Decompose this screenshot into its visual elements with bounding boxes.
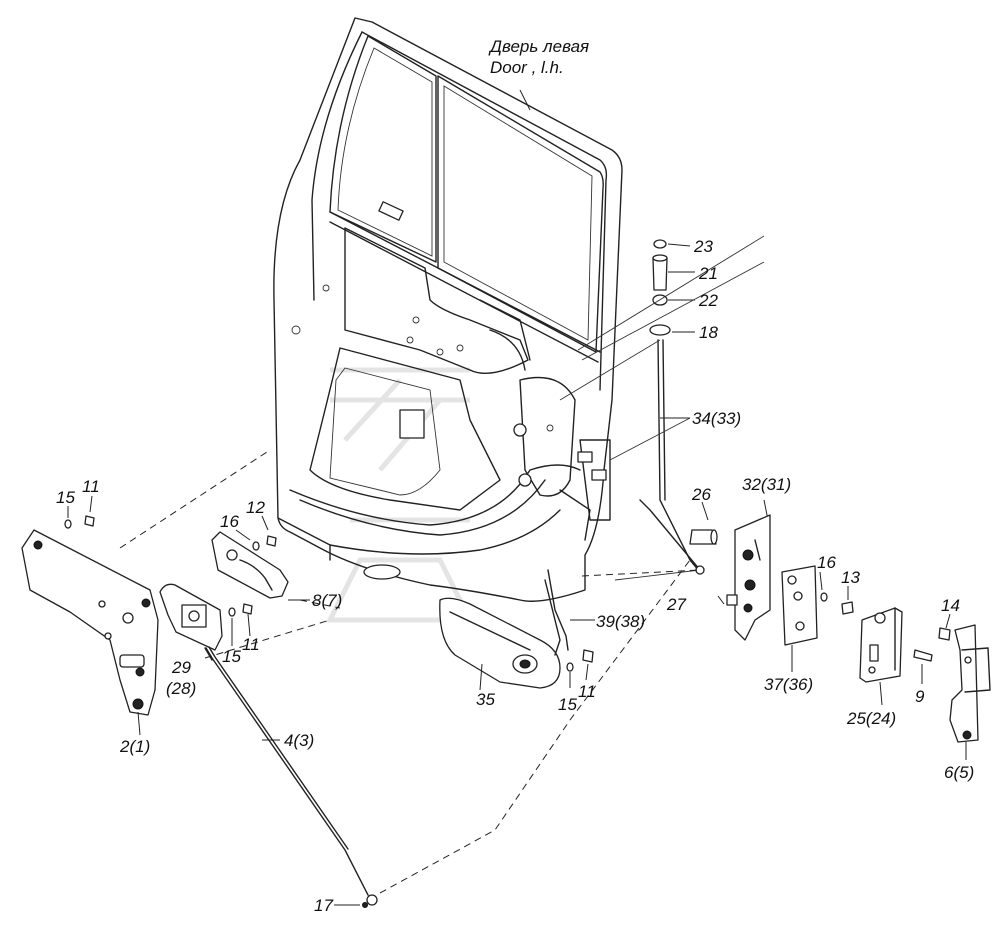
- striker-25-24: [859, 607, 933, 683]
- rod-4-3: [205, 646, 378, 908]
- plate-2-1: [21, 515, 159, 716]
- part-16-washer: [820, 592, 828, 602]
- door-handle-recess: [363, 564, 401, 580]
- part-13-screw: [841, 601, 854, 615]
- label-14: 14: [941, 596, 960, 615]
- label-13: 13: [841, 568, 860, 587]
- rod-39-38: [547, 569, 569, 651]
- label-17: 17: [314, 896, 333, 915]
- title-en: Door , l.h.: [490, 58, 564, 77]
- label-22: 22: [698, 291, 718, 310]
- label-15-bottom: 15: [558, 695, 577, 714]
- part-21-knob: [652, 257, 668, 291]
- label-6-5: 6(5): [944, 763, 974, 782]
- dashed-projections: [119, 449, 701, 894]
- label-12: 12: [246, 498, 265, 517]
- label-39-38: 39(38): [596, 612, 645, 631]
- label-8-7: 8(7): [312, 591, 342, 610]
- door-panel: [273, 17, 623, 602]
- label-29: 29: [171, 658, 191, 677]
- outer-handle-8-7: [211, 531, 289, 599]
- part-18-clip: [649, 324, 671, 336]
- hinge-6-5: [938, 624, 991, 743]
- label-37-36: 37(36): [764, 675, 813, 694]
- outer-lock-29-28: [159, 583, 253, 661]
- label-21: 21: [698, 264, 718, 283]
- label-4-3: 4(3): [284, 731, 314, 750]
- label-32-31: 32(31): [742, 475, 791, 494]
- label-leaders-left: [67, 89, 967, 760]
- label-16-right: 16: [817, 553, 836, 572]
- label-11-mid: 11: [242, 635, 260, 654]
- label-23: 23: [693, 237, 713, 256]
- label-35: 35: [476, 690, 495, 709]
- lock-button-parts: [639, 239, 701, 573]
- label-15-mid: 15: [222, 647, 241, 666]
- label-11-left: 11: [82, 477, 100, 496]
- label-28: (28): [166, 679, 196, 698]
- label-26: 26: [691, 485, 711, 504]
- label-15-left: 15: [56, 488, 75, 507]
- label-34-33: 34(33): [692, 409, 741, 428]
- part-23-cap: [653, 239, 667, 249]
- rod-34-33: [657, 339, 701, 573]
- label-16-left: 16: [220, 512, 239, 531]
- inside-handle-35: [439, 579, 594, 689]
- lock-assembly: [689, 514, 771, 641]
- lock-plate-37-36: [781, 565, 854, 646]
- label-25-24: 25(24): [846, 709, 896, 728]
- clip-17: [366, 894, 378, 906]
- label-11-bottom: 11: [578, 682, 596, 701]
- part-14-screw: [938, 627, 951, 641]
- part-9-pin: [913, 649, 933, 662]
- label-2-1: 2(1): [119, 737, 150, 756]
- title-block: Дверь левая Door , l.h.: [488, 37, 589, 77]
- label-18: 18: [699, 323, 718, 342]
- bolt-26: [689, 529, 717, 545]
- label-9: 9: [915, 687, 925, 706]
- lock-32-31: [734, 514, 771, 641]
- label-27: 27: [666, 595, 686, 614]
- title-ru: Дверь левая: [488, 37, 589, 56]
- callout-labels: 23 21 22 18 34(33) 26 32(31) 27 16 13 14…: [56, 237, 974, 915]
